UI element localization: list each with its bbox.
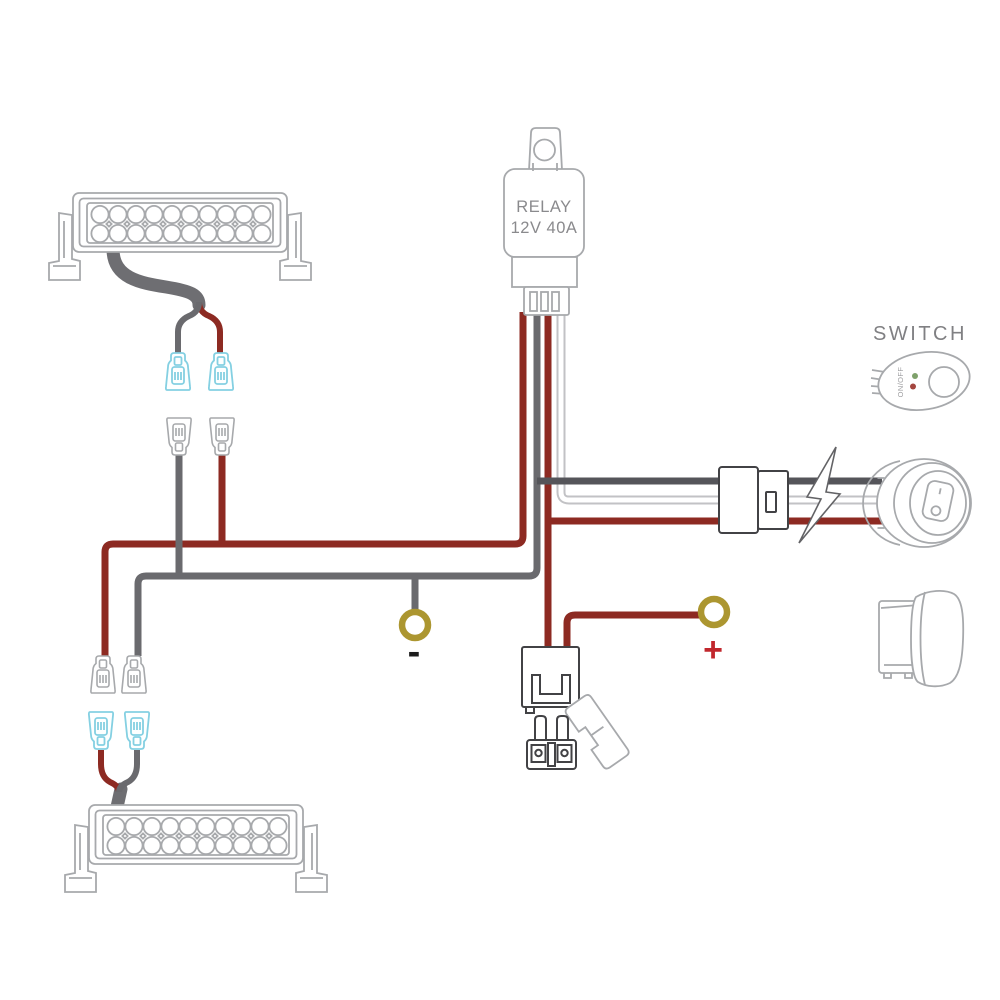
fob-button — [928, 366, 960, 398]
wire-red-fuse-to-positive — [563, 611, 700, 650]
wire-white-core — [558, 312, 882, 503]
fuse-holder-channel — [531, 674, 571, 704]
positive-ring — [697, 595, 731, 629]
wire-red-bottom-bar-split — [98, 750, 122, 793]
spade-connector-white-top-left — [166, 417, 192, 456]
positive-terminal-label: + — [703, 631, 723, 669]
negative-ring-terminal: - — [398, 608, 432, 673]
inline-connector-right — [757, 470, 789, 530]
lightning-bolt-icon — [798, 446, 842, 544]
fuse-element-slot — [547, 742, 556, 767]
spade-connector-cyan-bottom-left — [87, 711, 115, 750]
round-rocker-switch — [862, 458, 972, 548]
fuse-assembly — [521, 646, 630, 770]
switch-section-label: SWITCH — [873, 323, 967, 345]
relay: RELAY 12V 40A — [503, 127, 585, 316]
relay-label: RELAY — [516, 198, 571, 216]
fuse-prong-right — [556, 715, 569, 743]
spade-connector-cyan-top-left — [164, 352, 192, 391]
round-switch-side — [862, 460, 901, 546]
inline-connector-latch — [765, 491, 777, 513]
fob-green-led — [912, 373, 918, 379]
wire-red-relay-to-bottom-bar — [101, 312, 527, 656]
fuse-prong-left — [534, 715, 547, 743]
bottom-light-bar — [64, 804, 328, 893]
fob-red-led — [910, 383, 916, 390]
switch-fob: ON/OFF — [870, 351, 971, 411]
spade-connector-cyan-bottom-right — [123, 711, 151, 750]
fuse-holder — [521, 646, 580, 708]
fuse-window-right — [556, 744, 573, 763]
relay-mount-tab — [528, 127, 563, 171]
red-wires — [98, 301, 882, 793]
round-switch-face — [909, 470, 967, 536]
wire-gray-top-bar-split — [175, 301, 202, 354]
spade-connector-white-bottom-right — [121, 655, 147, 694]
square-switch-rocker-ridge — [919, 591, 926, 686]
square-rocker-switch — [878, 590, 965, 688]
fob-onoff-label: ON/OFF — [896, 367, 905, 398]
white-wire-to-switch — [556, 312, 882, 505]
fuse-cover — [564, 694, 630, 770]
square-switch-rocker-face — [910, 590, 965, 688]
negative-terminal-label: - — [408, 631, 421, 673]
top-lightbar-lead-wire — [106, 242, 206, 312]
spade-connector-white-top-right — [209, 417, 235, 456]
top-light-bar — [48, 192, 312, 281]
negative-ring — [398, 608, 432, 642]
relay-mount-hole — [533, 138, 556, 162]
round-switch-bezel-inner — [893, 462, 971, 544]
wire-red-top-bar-split — [196, 301, 223, 354]
fuse-window-left — [530, 744, 547, 763]
fob-prongs — [870, 369, 886, 395]
round-switch-rocker — [921, 480, 955, 522]
inline-connector-left — [718, 466, 759, 534]
spade-connector-cyan-top-right — [207, 352, 235, 391]
relay-rating: 12V 40A — [511, 219, 578, 237]
positive-ring-terminal: + — [697, 595, 731, 669]
inline-connector — [718, 466, 789, 534]
spade-connector-white-bottom-left — [90, 655, 116, 694]
relay-connector — [523, 286, 570, 316]
relay-socket — [511, 256, 578, 288]
wire-gray-bottom-bar-split — [116, 750, 140, 793]
wire-gray-relay-to-bottom-bar — [134, 312, 541, 656]
blade-fuse — [526, 715, 577, 770]
